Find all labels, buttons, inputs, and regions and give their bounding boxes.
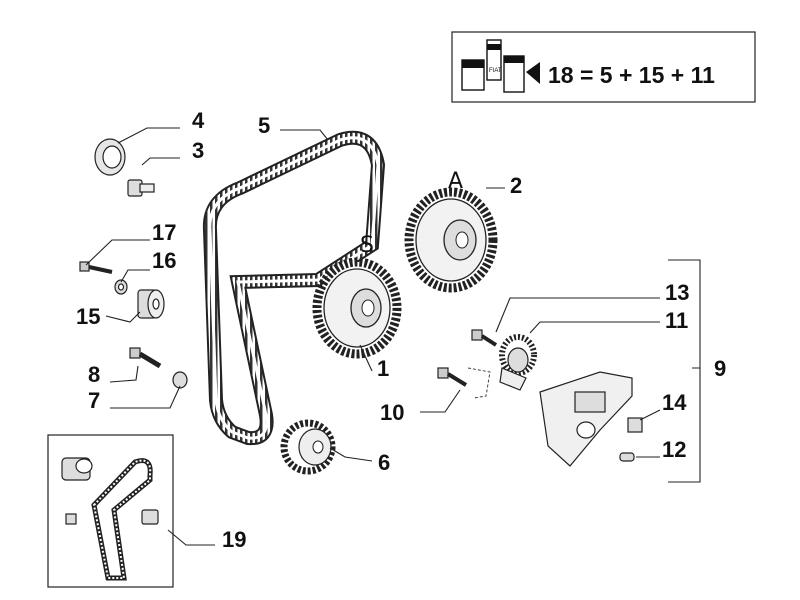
callout-17: 17 bbox=[152, 220, 176, 245]
callout-16: 16 bbox=[152, 248, 176, 273]
callout-4: 4 bbox=[192, 108, 205, 133]
callout-15: 15 bbox=[76, 304, 100, 329]
callout-13: 13 bbox=[665, 280, 689, 305]
callout-6: 6 bbox=[378, 450, 390, 475]
timing-belt bbox=[202, 130, 386, 446]
crankshaft-pulley bbox=[280, 419, 336, 475]
callout-3: 3 bbox=[192, 138, 204, 163]
camshaft-pulley-intake bbox=[312, 257, 402, 359]
callout-labels: 4 3 5 17 16 15 8 7 2 A S 1 6 13 11 9 10 … bbox=[76, 108, 726, 552]
nut-part-14 bbox=[627, 417, 643, 433]
kit-box: FIAT 18 = 5 + 15 + 11 bbox=[451, 31, 756, 103]
callout-19: 19 bbox=[222, 527, 246, 552]
bolt-part-10 bbox=[437, 367, 491, 399]
bolt-part-8 bbox=[129, 347, 162, 369]
pulley-letter-s: S bbox=[360, 233, 374, 258]
inset-kit-19 bbox=[47, 434, 174, 588]
nut-part-7 bbox=[172, 371, 188, 389]
callout-12: 12 bbox=[662, 437, 686, 462]
bolt-part-17 bbox=[79, 261, 113, 274]
callout-11: 11 bbox=[665, 308, 688, 333]
callout-1: 1 bbox=[377, 356, 389, 381]
pulley-letter-a: A bbox=[448, 169, 463, 194]
callout-8: 8 bbox=[88, 362, 100, 387]
kit-formula: 18 = 5 + 15 + 11 bbox=[548, 62, 715, 88]
parts-kit-boxes-icon: FIAT bbox=[461, 39, 540, 93]
camshaft-pulley-exhaust bbox=[404, 187, 498, 293]
callout-2: 2 bbox=[510, 173, 522, 198]
leader-lines bbox=[85, 127, 701, 546]
idler-roller-part-15 bbox=[137, 289, 165, 319]
callout-14: 14 bbox=[662, 390, 687, 415]
callout-7: 7 bbox=[88, 388, 100, 413]
callout-5: 5 bbox=[258, 113, 270, 138]
pin-part-12 bbox=[619, 452, 635, 462]
belt-tensioner bbox=[499, 334, 537, 391]
seal-ring-part-4 bbox=[94, 138, 126, 176]
callout-10: 10 bbox=[380, 400, 404, 425]
kit-logo-text: FIAT bbox=[489, 68, 502, 74]
callout-9: 9 bbox=[714, 356, 726, 381]
washer-part-16 bbox=[114, 279, 128, 295]
bracket-part-9 bbox=[539, 371, 633, 467]
bolt-part-13 bbox=[471, 329, 498, 347]
bolt-part-3 bbox=[127, 179, 155, 197]
